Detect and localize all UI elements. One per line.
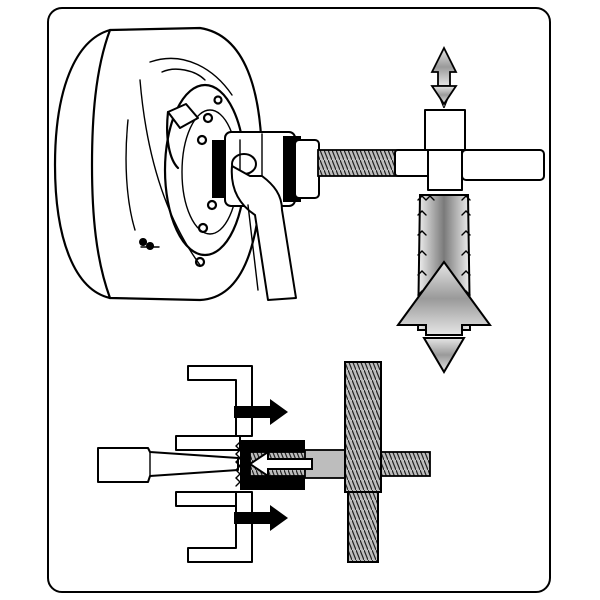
- right-arrow-icon: [234, 505, 288, 531]
- puller-jaws: [97, 365, 253, 563]
- sleeve-marking: V: [440, 96, 449, 111]
- upper-view: [53, 26, 545, 374]
- lower-forcing-screw: [249, 449, 431, 479]
- lower-view: [97, 361, 431, 563]
- left-arrow-icon: [248, 450, 313, 478]
- double-arrow-icon: [396, 45, 492, 374]
- t-bar: [344, 361, 382, 563]
- spanner: [230, 165, 297, 301]
- border-frame: [47, 7, 551, 593]
- right-arrow-icon: [234, 399, 288, 425]
- flywheel-rotor: [53, 26, 264, 302]
